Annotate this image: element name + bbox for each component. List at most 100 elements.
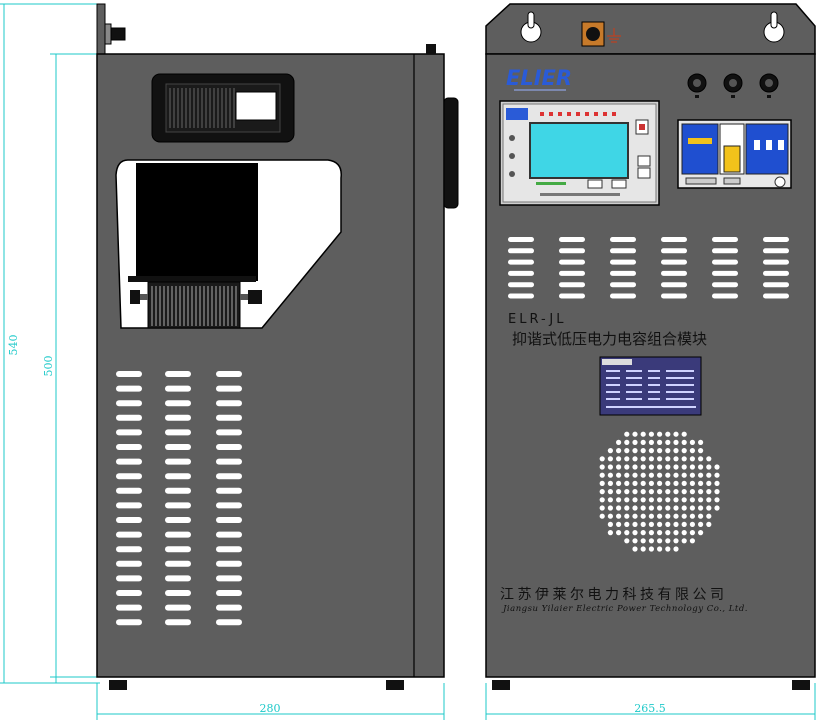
vent-hole [640, 448, 646, 454]
vent-slot [216, 517, 242, 523]
vent-slot [559, 293, 585, 299]
vent-hole [681, 456, 687, 462]
vent-hole [648, 448, 655, 454]
vent-hole [714, 505, 720, 511]
vent-hole [665, 497, 671, 503]
vent-slot [763, 259, 789, 265]
vent-hole [706, 497, 712, 503]
vent-hole [673, 513, 679, 519]
vent-hole [706, 513, 712, 519]
vent-hole [657, 513, 663, 519]
vent-hole [689, 513, 696, 519]
vent-slot [661, 259, 687, 265]
vent-slot [610, 259, 636, 265]
vent-hole [640, 538, 646, 544]
indicator-lamp-icon [687, 73, 779, 98]
vent-hole [657, 431, 663, 437]
vent-slot [610, 282, 636, 288]
vent-hole [681, 472, 687, 478]
dimension-lines [0, 3, 816, 720]
vent-slot [216, 385, 242, 392]
vent-slot [763, 237, 789, 242]
vent-hole [632, 431, 638, 437]
breaker-panel [677, 119, 792, 189]
vent-hole [689, 448, 696, 454]
vent-hole [648, 497, 655, 503]
vent-hole [624, 472, 630, 478]
vent-slot [216, 575, 242, 582]
vent-hole [648, 472, 655, 478]
vent-hole [665, 505, 671, 511]
vent-hole [640, 497, 646, 503]
vent-slot [165, 590, 191, 596]
vent-slot [559, 259, 585, 265]
vent-slot [216, 531, 242, 538]
vent-hole [689, 489, 696, 495]
vent-hole [607, 472, 614, 478]
ground-icon [607, 28, 621, 43]
company-name-cn: 江苏伊莱尔电力科技有限公司 [500, 587, 728, 603]
vent-hole [698, 530, 704, 536]
controller-panel [499, 100, 660, 206]
vent-slot [763, 282, 789, 288]
front-foot-left [492, 680, 510, 690]
vent-hole [640, 530, 646, 536]
vent-slot [216, 546, 242, 553]
vent-hole [689, 497, 696, 503]
vent-hole [657, 472, 663, 478]
product-name: 抑谐式低压电力电容组合模块 [512, 330, 707, 348]
vent-hole [616, 456, 622, 462]
vent-slot [610, 293, 636, 299]
vent-hole [607, 513, 614, 519]
vent-slot [712, 293, 738, 299]
vent-hole [607, 480, 614, 486]
vent-hole [673, 489, 679, 495]
vent-slot [165, 473, 191, 480]
vent-hole [714, 489, 720, 495]
vent-hole [657, 530, 663, 536]
vent-hole [665, 530, 671, 536]
nameplate [599, 356, 702, 416]
vent-hole [624, 513, 630, 519]
vent-hole [689, 472, 696, 478]
vent-hole [648, 530, 655, 536]
vent-hole [665, 439, 671, 445]
vent-hole [714, 480, 720, 486]
vent-hole [698, 439, 704, 445]
vent-hole [698, 456, 704, 462]
vent-slot [165, 604, 191, 611]
vent-slot [508, 237, 534, 242]
vent-hole [616, 497, 622, 503]
vent-slot [116, 385, 142, 392]
vent-slot [216, 502, 242, 509]
vent-hole [632, 546, 638, 552]
vent-slot [559, 248, 585, 254]
vent-hole [665, 480, 671, 486]
vent-slot [216, 604, 242, 611]
vent-hole [616, 505, 622, 511]
vent-hole [640, 431, 646, 437]
vent-hole [599, 513, 605, 519]
vent-hole [706, 480, 712, 486]
vent-hole [698, 472, 704, 478]
vent-slot [165, 487, 191, 494]
vent-hole [607, 489, 614, 495]
vent-hole [616, 439, 622, 445]
vent-slot [508, 293, 534, 299]
vent-hole [665, 546, 671, 552]
vent-slot [165, 458, 191, 465]
vent-hole [689, 456, 696, 462]
vent-hole [657, 456, 663, 462]
vent-hole [640, 521, 646, 528]
vent-slot [165, 560, 191, 567]
vent-slot [216, 560, 242, 567]
vent-hole [665, 456, 671, 462]
vent-hole [657, 464, 663, 470]
vent-hole [657, 480, 663, 486]
vent-hole [607, 505, 614, 511]
vent-hole [673, 530, 679, 536]
vent-slot [712, 259, 738, 265]
vent-hole [640, 439, 646, 445]
vent-hole [698, 505, 704, 511]
total-height-label: 540 [7, 335, 20, 356]
